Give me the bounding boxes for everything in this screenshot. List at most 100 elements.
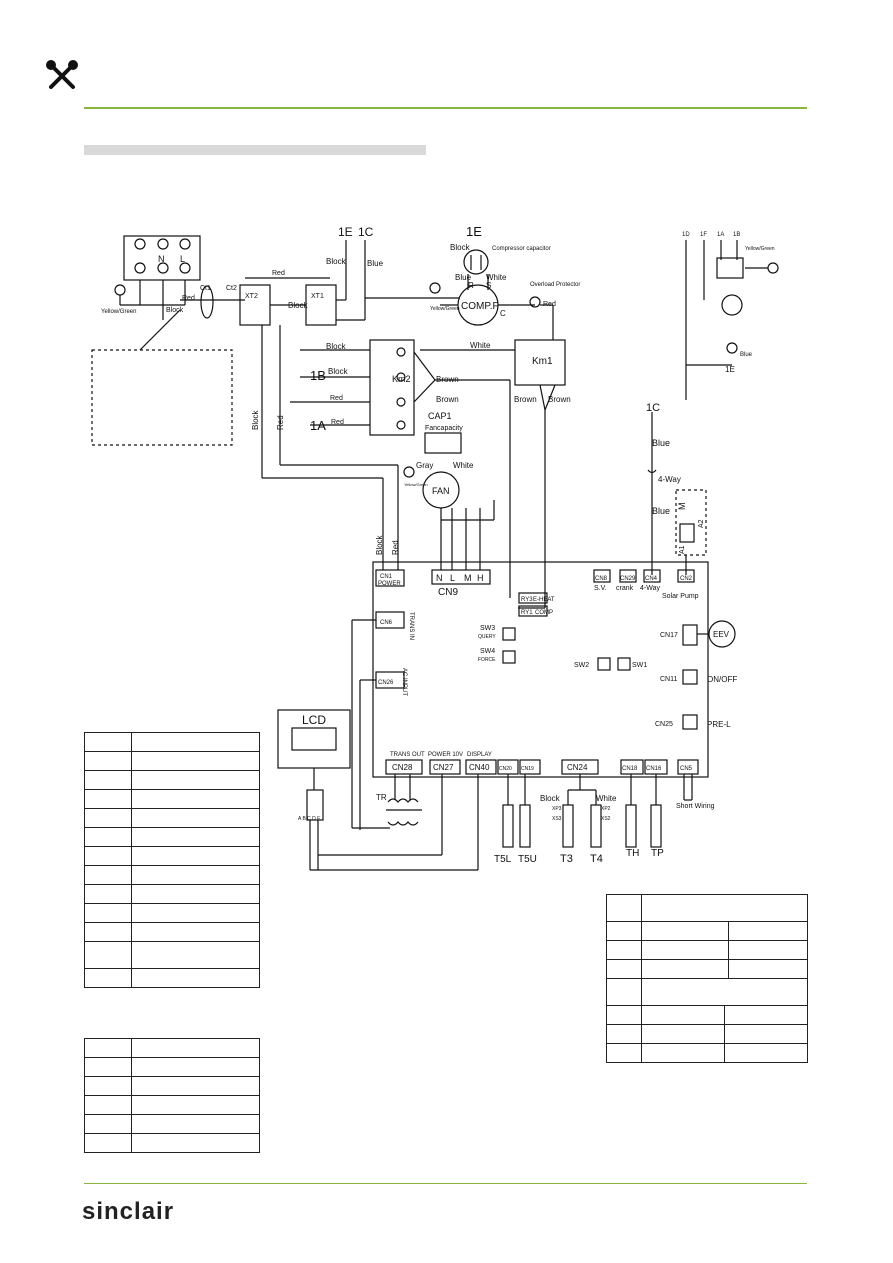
tools-icon [46,60,78,89]
cn27-label: CN27 [433,763,454,772]
xt2-label: XT2 [245,293,258,300]
label-1e-top: 1E [338,225,353,239]
cn1-label: CN1 [380,574,393,580]
label-1a-right: 1A [717,232,724,238]
pump-a2-label: A2 [698,519,705,528]
short-wiring-label: Short Wiring [676,803,715,810]
terminal-n: N [158,254,165,264]
comp-label: COMP.F [461,301,499,312]
cn4-label: CN4 [645,576,658,582]
ct1-label: Ct1 [200,285,211,292]
label-1e-comp: 1E [466,224,482,239]
ground-label-fan: Yellow/Green [404,482,428,487]
xs3-label: XS3 [552,816,562,822]
header-divider [84,107,807,109]
terminal-l: L [180,254,185,264]
cn4-way-label: 4-Way [640,585,660,592]
wire-label-red-5: Red [331,419,344,426]
footer-divider [84,1183,807,1184]
section-title-bar [84,145,426,155]
cn40-label: CN40 [469,763,490,772]
t5u-label: T5U [518,854,537,865]
cn9-label: CN9 [438,587,458,598]
wire-label-brown-1: Brown [514,395,537,404]
wire-label-red-2: Red [272,270,285,277]
wire-label-white-3: White [453,461,474,470]
label-1f: 1F [700,232,707,238]
cn29-label: CN29 [620,576,636,582]
onoff-label: ON/OFF [707,675,737,684]
fan-capacity-label: Fancapacity [425,425,463,432]
t3-label: T3 [560,853,573,865]
wire-label-red-7: Red [391,540,400,555]
label-1b: 1B [310,368,326,383]
sw2-label: SW2 [574,662,589,669]
wire-label-block-7: Block [251,409,260,430]
wire-label-block-8: Block [375,534,384,555]
cn25-label: CN25 [655,721,673,728]
wire-label-red-3: Red [543,301,556,308]
display-label: DISPLAY [467,752,492,758]
wire-label-brown-2: Brown [548,395,571,404]
wire-label-white-1: White [486,273,507,282]
cn2-label: CN2 [680,576,693,582]
km1-label: Km1 [532,356,553,367]
pump-m-label: M [677,503,687,511]
comp-s-label: S [486,281,491,290]
wire-label-block-5: Block [326,342,347,351]
wire-label-brown-3: Brown [436,375,459,384]
ground-label-comp: Yellow/Green [430,306,460,312]
pump-a1-label: A1 [679,545,686,554]
wire-label-red-1: Red [182,295,195,302]
compressor-capacitor-label: Compressor capacitor [492,246,551,252]
sw3-label: SW3 [480,625,495,632]
query-label: QUERY [478,634,496,640]
power10v-label: POWER 10V [428,752,463,758]
cn17-label: CN17 [660,632,678,639]
wire-label-blue-4: Blue [652,506,670,516]
ground-label-left: Yellow/Green [101,309,136,315]
wire-label-block-2: Block [288,301,309,310]
th-label: TH [626,848,639,859]
tp-label: TP [651,848,664,859]
cn19-label: CN19 [521,766,534,772]
lcd-label: LCD [302,713,326,727]
wire-label-blue-5: Blue [740,352,753,358]
wire-label-block-1: Block [166,307,184,314]
cn28-label: CN28 [392,763,413,772]
switch-table-1 [606,894,808,979]
sv-label: S.V. [594,585,607,592]
xp2-label: XP2 [601,806,611,812]
component-table-1 [84,732,260,988]
trans-in-label: TRANS IN [408,612,414,640]
ac-input-label: AC INPUT [401,668,407,696]
ct2-label: Ct2 [226,285,237,292]
tr-label: TR [376,793,387,802]
eheat-label: E-HEAT [533,597,555,603]
label-1a: 1A [310,418,326,433]
wire-label-block-3: Block [326,257,347,266]
ry1-label: RY1 [521,610,533,616]
cn26-label: CN26 [378,680,394,686]
cap1-label: CAP1 [428,411,452,421]
crank-label: crank [616,585,634,592]
brand-logo: sinclair [82,1198,175,1225]
cn20-label: CN20 [499,766,512,772]
sensor-block-label: Block [540,794,561,803]
cn9-l: L [450,573,455,583]
four-way-label: 4-Way [658,475,681,484]
comp-r-label: R [468,281,474,290]
km2-label: Km2 [392,374,411,384]
cn9-h: H [477,573,484,583]
label-1d: 1D [682,232,690,238]
cn6-label: CN6 [380,620,393,626]
xt1-label: XT1 [311,293,324,300]
wire-label-block-4: Block [450,243,471,252]
wire-label-white-2: White [470,341,491,350]
eev-label: EEV [713,630,730,639]
prel-label: PRE-L [707,720,731,729]
label-1c-right: 1C [646,402,660,414]
cn18-label: CN18 [622,766,638,772]
sw4-label: SW4 [480,648,495,655]
